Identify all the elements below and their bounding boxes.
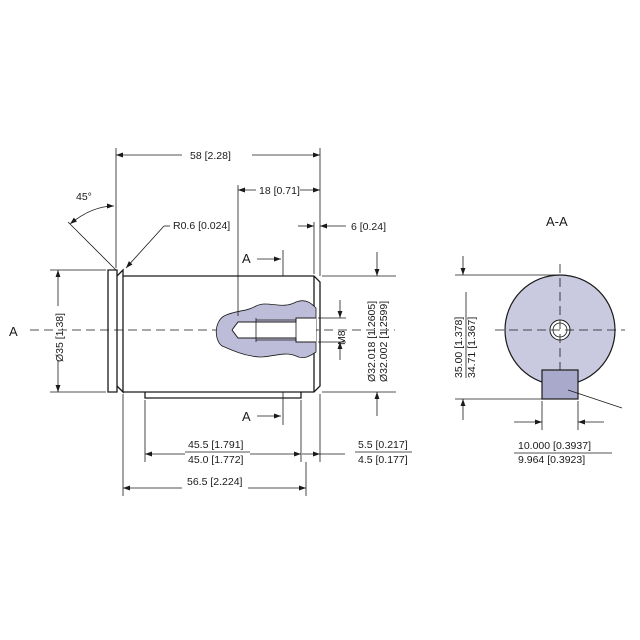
key (541, 369, 579, 400)
dim-shaft-dia-max: Ø32.018 [1.2605] (366, 301, 378, 382)
dimensions-side: 58 [2.28] 18 [0.71] 6 [0.24] 45° R0.6 [0… (50, 148, 412, 496)
chamfer-edge (116, 268, 124, 394)
dim-section-height-max: 35.00 [1.378] (453, 317, 465, 378)
key-leader (567, 389, 623, 409)
shaft-body (123, 275, 321, 393)
dim-shaft-length: 56.5 [2.224] (187, 476, 243, 488)
section-title: A-A (546, 214, 568, 229)
dim-key-offset-max: 5.5 [0.217] (358, 439, 408, 451)
dim-flange-dia: Ø35 [1.38] (54, 313, 66, 362)
view-label-a: A (9, 324, 18, 339)
dim-overall-length: 58 [2.28] (190, 150, 231, 162)
flange (107, 269, 118, 393)
dim-key-width-max: 10.000 [0.3937] (518, 440, 591, 452)
section-view: A-A 35.00 [1.378] 34.71 [1.367] 10.000 [… (453, 214, 625, 466)
dim-key-width-min: 9.964 [0.3923] (518, 454, 585, 466)
dim-section-height-min: 34.71 [1.367] (466, 317, 478, 378)
dim-key-length-min: 45.0 [1.772] (188, 454, 244, 466)
section-label-bottom: A (242, 409, 251, 424)
dim-key-offset-min: 4.5 [0.177] (358, 454, 408, 466)
dim-shoulder: 6 [0.24] (351, 221, 386, 233)
dim-thread-depth: 18 [0.71] (259, 185, 300, 197)
dim-chamfer-angle: 45° (76, 191, 92, 203)
side-view: A A A (9, 250, 395, 425)
section-label-top: A (242, 251, 251, 266)
dim-shaft-dia-min: Ø32.002 [1.2599] (378, 301, 390, 382)
dim-key-length-max: 45.5 [1.791] (188, 439, 244, 451)
dim-thread: M8 (336, 330, 348, 345)
dim-radius: R0.6 [0.024] (173, 220, 230, 232)
keyway-strip (144, 392, 302, 399)
